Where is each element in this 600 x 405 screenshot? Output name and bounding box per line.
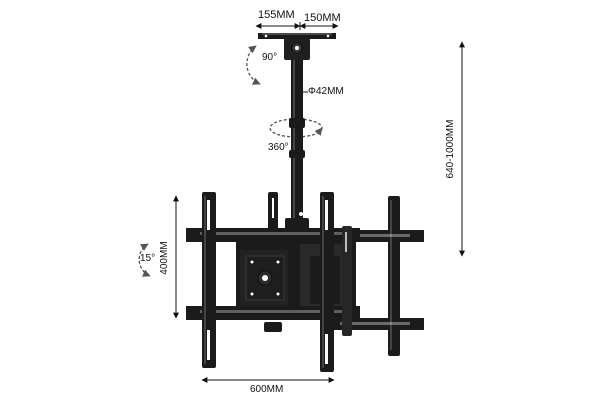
tilt-top-arrow: [246, 45, 261, 85]
plate-left-dimension-label: 155MM: [258, 9, 295, 21]
swivel-arrow-head: [314, 127, 323, 136]
ceiling-plate: [258, 33, 336, 60]
bracket-width-dimension-label: 600MM: [250, 384, 284, 395]
tilt-top-angle-label: 90°: [262, 52, 278, 63]
dimension-lines: [173, 22, 465, 383]
plate-right-dimension-label: 150MM: [304, 12, 341, 24]
pole-diameter-label: Φ42MM: [308, 86, 344, 97]
tilt-bracket-arrow: [138, 243, 151, 277]
front-bracket: [186, 192, 360, 372]
bracket-height-dimension-label: 400MM: [159, 241, 170, 275]
swivel-angle-label: 360°: [268, 142, 289, 153]
rear-short-arm: [342, 226, 352, 336]
height-range-dimension-label: 640-1000MM: [445, 119, 456, 179]
tilt-bracket-angle-label: 15°: [140, 253, 156, 264]
